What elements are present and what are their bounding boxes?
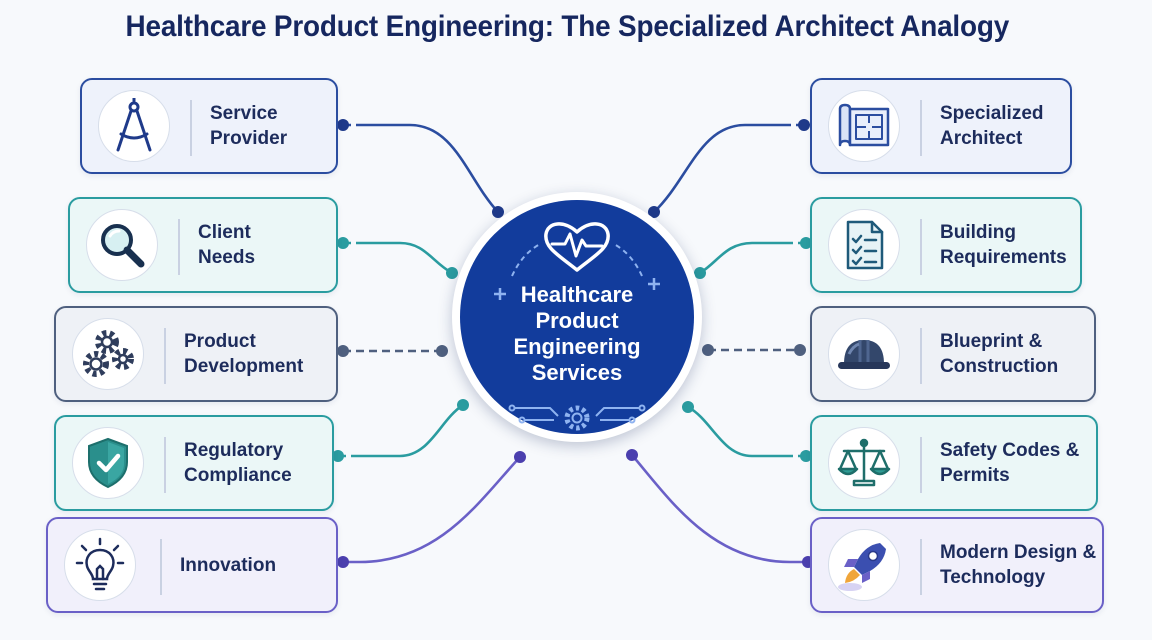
gear-circuit-icon bbox=[508, 404, 646, 431]
gears-icon bbox=[72, 318, 144, 390]
card-client-needs: Client Needs bbox=[68, 197, 338, 293]
scales-icon bbox=[828, 427, 900, 499]
card-label: Service Provider bbox=[210, 103, 288, 149]
lightbulb-icon bbox=[64, 529, 136, 601]
connector-modern-design bbox=[631, 454, 808, 564]
card-label: Specialized Architect bbox=[940, 103, 1044, 149]
card-specialized-architect: Specialized Architect bbox=[810, 78, 1072, 174]
checklist-icon bbox=[828, 209, 900, 281]
card-label: Building Requirements bbox=[940, 222, 1067, 268]
blueprint-icon bbox=[828, 90, 900, 162]
card-building-requirements: Building Requirements bbox=[810, 197, 1082, 293]
card-label: Blueprint & Construction bbox=[940, 331, 1059, 377]
central-hub: Healthcare Product Engineering Services bbox=[452, 192, 702, 442]
card-label: Modern Design & Technology bbox=[940, 542, 1097, 588]
card-label: Product Development bbox=[184, 331, 304, 377]
card-regulatory-compliance: Regulatory Compliance bbox=[54, 415, 334, 511]
card-service-provider: Service Provider bbox=[80, 78, 338, 174]
heart-pulse-icon bbox=[544, 222, 610, 272]
card-innovation: Innovation bbox=[46, 517, 338, 613]
card-label: Regulatory Compliance bbox=[184, 440, 292, 486]
page-title: Healthcare Product Engineering: The Spec… bbox=[125, 10, 1010, 43]
card-label: Safety Codes & Permits bbox=[940, 440, 1080, 486]
compass-icon bbox=[98, 90, 170, 162]
card-modern-design-technology: Modern Design & Technology bbox=[810, 517, 1104, 613]
hub-label: Healthcare Product Engineering Services bbox=[513, 282, 641, 385]
shield-check-icon bbox=[72, 427, 144, 499]
card-blueprint-construction: Blueprint & Construction bbox=[810, 306, 1096, 402]
rocket-icon bbox=[828, 529, 900, 601]
card-safety-codes-permits: Safety Codes & Permits bbox=[810, 415, 1098, 511]
hard-hat-icon bbox=[828, 318, 900, 390]
card-label: Client Needs bbox=[198, 222, 256, 268]
card-label: Innovation bbox=[180, 554, 277, 576]
card-product-development: Product Development bbox=[54, 306, 338, 402]
magnifier-icon bbox=[86, 209, 158, 281]
connector-innovation bbox=[343, 456, 521, 564]
